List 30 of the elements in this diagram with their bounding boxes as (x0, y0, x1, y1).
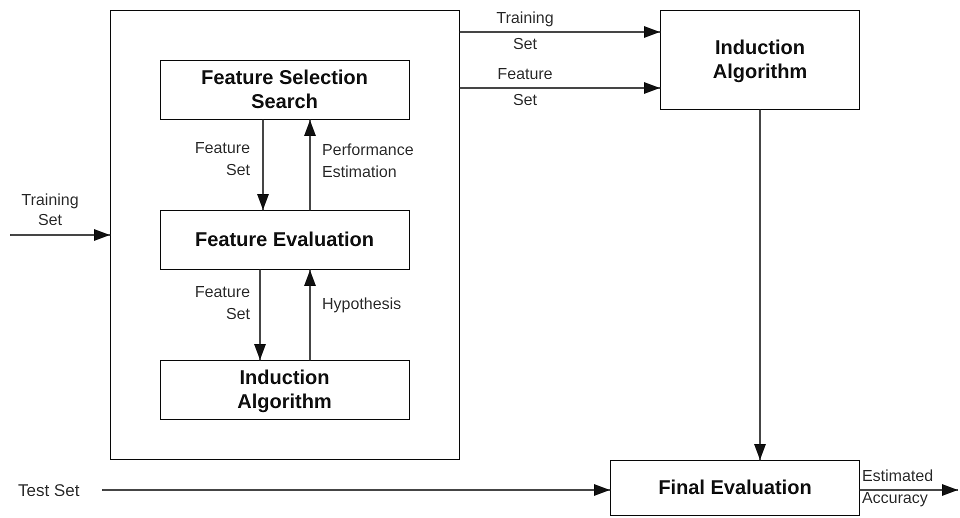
arrow (754, 110, 766, 460)
process-box (610, 460, 860, 516)
process-box (160, 360, 410, 420)
edge-label: Hypothesis (322, 295, 402, 315)
edge-label: Feature Set (496, 65, 554, 111)
node-label: Feature Evaluation (195, 228, 374, 252)
edge-label: Feature Set (194, 283, 250, 325)
arrow (304, 270, 316, 360)
arrow (460, 26, 660, 38)
node-label: Induction Algorithm (236, 366, 333, 414)
input-label: Test Set (18, 480, 102, 502)
edge-label: Training Set (495, 9, 555, 55)
node-label: Induction Algorithm (712, 36, 808, 84)
process-box (660, 10, 860, 110)
process-box (160, 60, 410, 120)
edge-label: Training Set (20, 191, 80, 231)
arrow (10, 229, 110, 241)
edge-label: Feature Set (194, 139, 250, 181)
arrow (304, 120, 316, 210)
edge-label: Performance Estimation (322, 141, 415, 183)
arrow (257, 120, 269, 210)
arrow (860, 484, 958, 496)
container-box (110, 10, 460, 460)
node-label: Final Evaluation (658, 476, 812, 500)
node-label: Feature Selection Search (200, 66, 369, 114)
edge-label: Estimated Accuracy (862, 467, 934, 509)
arrow (254, 270, 266, 360)
arrow (460, 82, 660, 94)
process-box (160, 210, 410, 270)
arrow (102, 484, 610, 496)
